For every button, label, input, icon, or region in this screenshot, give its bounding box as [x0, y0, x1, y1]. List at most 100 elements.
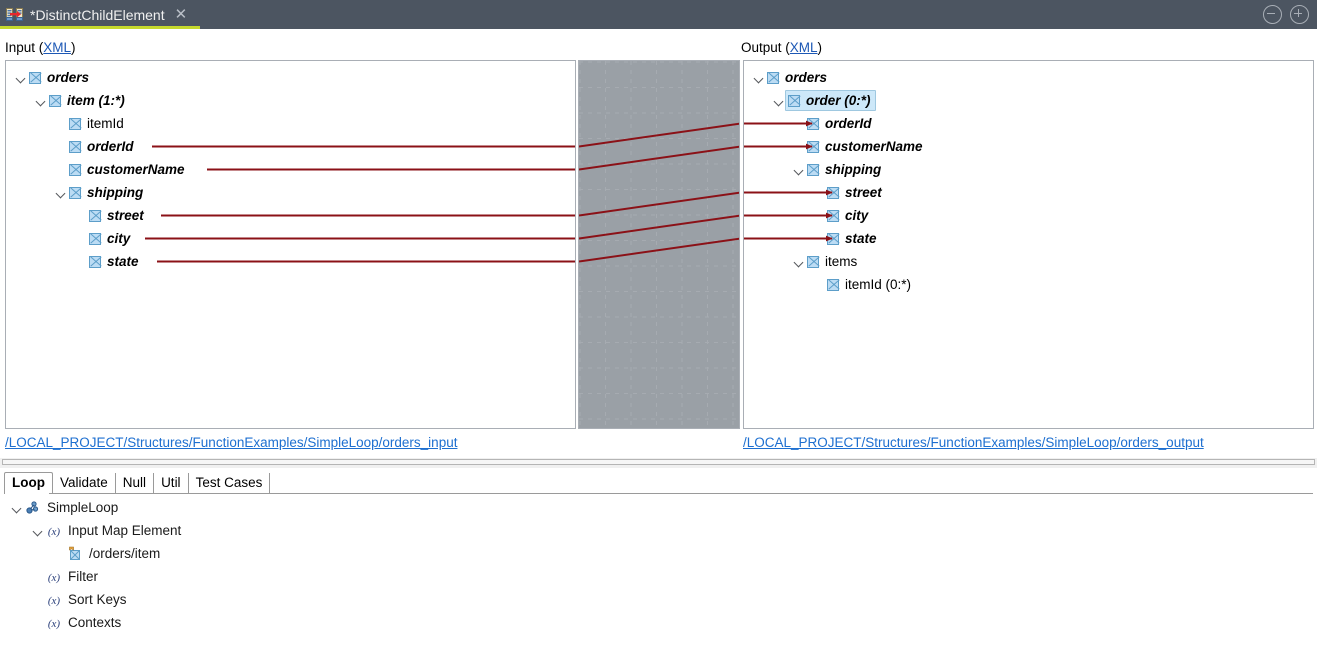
output-xml-link[interactable]: XML: [789, 40, 818, 55]
element-checkbox-icon[interactable]: [29, 71, 41, 84]
chevron-down-icon[interactable]: [792, 250, 807, 273]
tree-row-label: itemId: [87, 116, 124, 131]
tree-spacer: [812, 204, 827, 227]
chevron-down-icon[interactable]: [792, 158, 807, 181]
element-checkbox-icon[interactable]: [807, 140, 819, 153]
tree-spacer: [792, 112, 807, 135]
tree-row[interactable]: orderId: [6, 135, 575, 158]
tree-spacer: [31, 565, 46, 588]
tab-loop[interactable]: Loop: [4, 472, 53, 493]
input-structure-tree-panel[interactable]: orders item (1:*) itemId orderId customerNam…: [5, 60, 576, 429]
tree-row[interactable]: shipping: [6, 181, 575, 204]
tree-row[interactable]: city: [744, 204, 1313, 227]
tree-row[interactable]: orders: [744, 66, 1313, 89]
input-xml-link[interactable]: XML: [43, 40, 72, 55]
tree-row[interactable]: state: [6, 250, 575, 273]
tree-row-label: itemId (0:*): [845, 277, 912, 292]
output-path-link[interactable]: /LOCAL_PROJECT/Structures/FunctionExampl…: [743, 435, 1204, 450]
tree-row[interactable]: itemId (0:*): [744, 273, 1313, 296]
tab-null[interactable]: Null: [116, 473, 155, 493]
list-item-label: Sort Keys: [68, 592, 127, 607]
element-checkbox-icon[interactable]: [49, 94, 61, 107]
close-icon[interactable]: ✕: [174, 6, 188, 23]
list-item[interactable]: (x)Filter: [0, 565, 1317, 588]
tree-row[interactable]: itemId: [6, 112, 575, 135]
tree-spacer: [792, 135, 807, 158]
tree-row-label: customerName: [825, 139, 923, 154]
chevron-down-icon[interactable]: [752, 66, 767, 89]
tree-row-label: street: [845, 185, 882, 200]
element-checkbox-icon[interactable]: [69, 186, 81, 199]
list-item[interactable]: SimpleLoop: [0, 496, 1317, 519]
list-item[interactable]: /orders/item: [0, 542, 1317, 565]
element-checkbox-icon[interactable]: [807, 117, 819, 130]
element-checkbox-icon[interactable]: [89, 209, 101, 222]
element-checkbox-icon[interactable]: [69, 163, 81, 176]
element-checkbox-icon[interactable]: [89, 232, 101, 245]
tree-spacer: [74, 227, 89, 250]
tree-row[interactable]: order (0:*): [744, 89, 1313, 112]
element-checkbox-icon[interactable]: [788, 94, 800, 107]
element-checkbox-icon[interactable]: [69, 117, 81, 130]
tree-row[interactable]: orderId: [744, 112, 1313, 135]
tree-row[interactable]: shipping: [744, 158, 1313, 181]
active-tab-underline: [0, 26, 200, 29]
tree-row[interactable]: item (1:*): [6, 89, 575, 112]
tree-row[interactable]: items: [744, 250, 1313, 273]
element-checkbox-icon[interactable]: [807, 255, 819, 268]
input-path-link[interactable]: /LOCAL_PROJECT/Structures/FunctionExampl…: [5, 435, 458, 450]
panel-sash-divider[interactable]: [0, 458, 1317, 468]
tree-row[interactable]: street: [6, 204, 575, 227]
element-checkbox-icon[interactable]: [827, 209, 839, 222]
list-item[interactable]: (x) Sort Keys: [0, 588, 1317, 611]
tree-row-content: shipping: [807, 159, 881, 180]
minimize-icon[interactable]: [1263, 5, 1282, 24]
element-checkbox-icon[interactable]: [767, 71, 779, 84]
element-checkbox-icon[interactable]: [807, 163, 819, 176]
element-checkbox-icon[interactable]: [89, 255, 101, 268]
svg-text:(x): (x): [48, 526, 61, 538]
tab-validate[interactable]: Validate: [53, 473, 116, 493]
tree-row[interactable]: state: [744, 227, 1313, 250]
chevron-down-icon[interactable]: [54, 181, 69, 204]
chevron-down-icon[interactable]: [14, 66, 29, 89]
tree-row-label: customerName: [87, 162, 185, 177]
tree-row-label: orderId: [87, 139, 134, 154]
chevron-down-icon[interactable]: [772, 89, 787, 112]
mapping-grid-panel[interactable]: [578, 60, 740, 429]
tree-row-content: orders: [767, 67, 827, 88]
expression-icon: (x): [46, 569, 62, 585]
tree-row[interactable]: orders: [6, 66, 575, 89]
tree-spacer: [54, 112, 69, 135]
chevron-down-icon[interactable]: [31, 519, 46, 542]
element-checkbox-icon[interactable]: [827, 278, 839, 291]
tab-util[interactable]: Util: [154, 473, 189, 493]
tree-row[interactable]: city: [6, 227, 575, 250]
list-item[interactable]: (x)Input Map Element: [0, 519, 1317, 542]
tree-row-content: customerName: [69, 159, 185, 180]
chevron-down-icon[interactable]: [34, 89, 49, 112]
tree-row[interactable]: street: [744, 181, 1313, 204]
expression-icon: (x): [46, 592, 62, 608]
chevron-down-icon[interactable]: [10, 496, 25, 519]
tree-row-label: street: [107, 208, 144, 223]
tab-test-cases[interactable]: Test Cases: [189, 473, 271, 493]
list-item-label: /orders/item: [89, 546, 161, 561]
tree-row[interactable]: customerName: [744, 135, 1313, 158]
loop-properties-tree: SimpleLoop(x)Input Map Element/orders/it…: [0, 496, 1317, 634]
tree-row[interactable]: customerName: [6, 158, 575, 181]
maximize-icon[interactable]: [1290, 5, 1309, 24]
element-checkbox-icon[interactable]: [69, 140, 81, 153]
tree-row-label: shipping: [87, 185, 144, 200]
editor-tab-distinctchildelement[interactable]: *DistinctChildElement ✕: [0, 0, 187, 29]
list-item[interactable]: (x)Contexts: [0, 611, 1317, 634]
tree-row-content: street: [89, 205, 144, 226]
tree-row-content: item (1:*): [49, 90, 125, 111]
element-checkbox-icon[interactable]: [827, 232, 839, 245]
tree-row-label: state: [107, 254, 139, 269]
element-checkbox-icon[interactable]: [827, 186, 839, 199]
window-title-bar: *DistinctChildElement ✕: [0, 0, 1317, 29]
tree-spacer: [74, 250, 89, 273]
tree-row-label: orders: [47, 70, 90, 85]
